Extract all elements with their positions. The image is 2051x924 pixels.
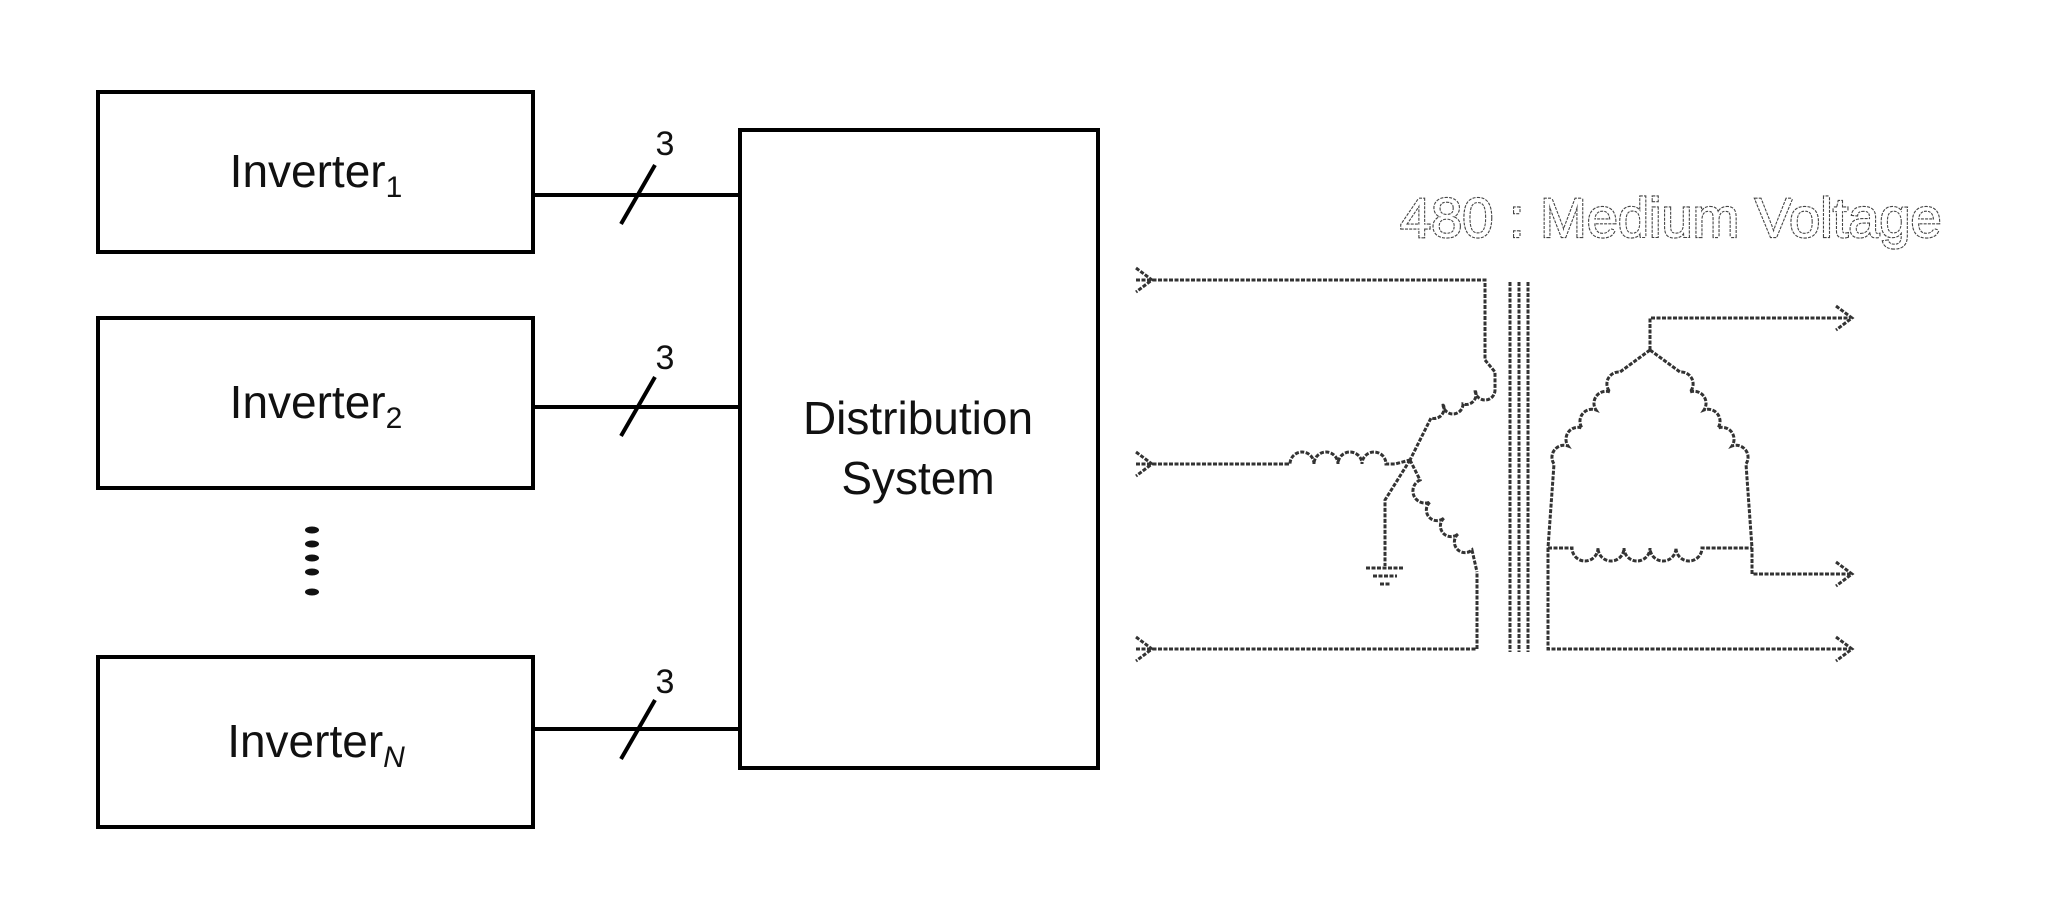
secondary-output-a-line [1650,318,1850,350]
inverter-2-phase-count: 3 [656,339,675,377]
delta-coil-bottom [1548,548,1752,561]
wye-coil-b [1285,452,1410,464]
distribution-system-label-line1: Distribution [803,392,1033,444]
inverter-n-subscript: N [383,741,405,774]
inverter-n-connection: 3 [533,663,740,759]
secondary-output-c-line [1548,548,1850,649]
delta-coil-right [1650,350,1752,548]
ellipsis-dot [305,555,319,562]
wye-coil-a [1410,360,1495,460]
transformer-core [1510,282,1528,652]
transformer-schematic [1136,268,1852,661]
inverter-2: Inverter2 [98,318,533,488]
neutral-line [1385,460,1410,566]
transformer-ratio-label: 480 : Medium Voltage [1400,186,1942,249]
ground-icon [1366,568,1404,584]
inverter-1-label: Inverter1 [230,145,403,204]
delta-coil-left [1548,350,1650,548]
distribution-system-label-line2: System [841,452,994,504]
inverter-1: Inverter1 [98,92,533,252]
inverter-n-label: InverterN [227,715,405,774]
primary-phase-a-line [1136,280,1485,360]
ellipsis-dot [305,569,319,576]
secondary-output-b-line [1752,548,1850,574]
ellipsis-dots [305,527,319,596]
distribution-system: Distribution System [740,130,1098,768]
ellipsis-dot [305,589,319,596]
inverter-2-label: Inverter2 [230,376,403,435]
inverter-n: InverterN [98,657,533,827]
distribution-system-box [740,130,1098,768]
primary-phase-c-line [1136,572,1477,649]
inverter-1-connection: 3 [533,125,740,224]
inverter-n-phase-count: 3 [656,663,675,701]
ellipsis-dot [305,527,319,534]
ellipsis-dot [305,541,319,548]
wye-coil-c [1410,460,1477,572]
inverter-2-subscript: 2 [386,402,403,435]
inverter-1-phase-count: 3 [656,125,675,163]
inverter-2-connection: 3 [533,339,740,436]
inverter-1-subscript: 1 [386,171,403,204]
